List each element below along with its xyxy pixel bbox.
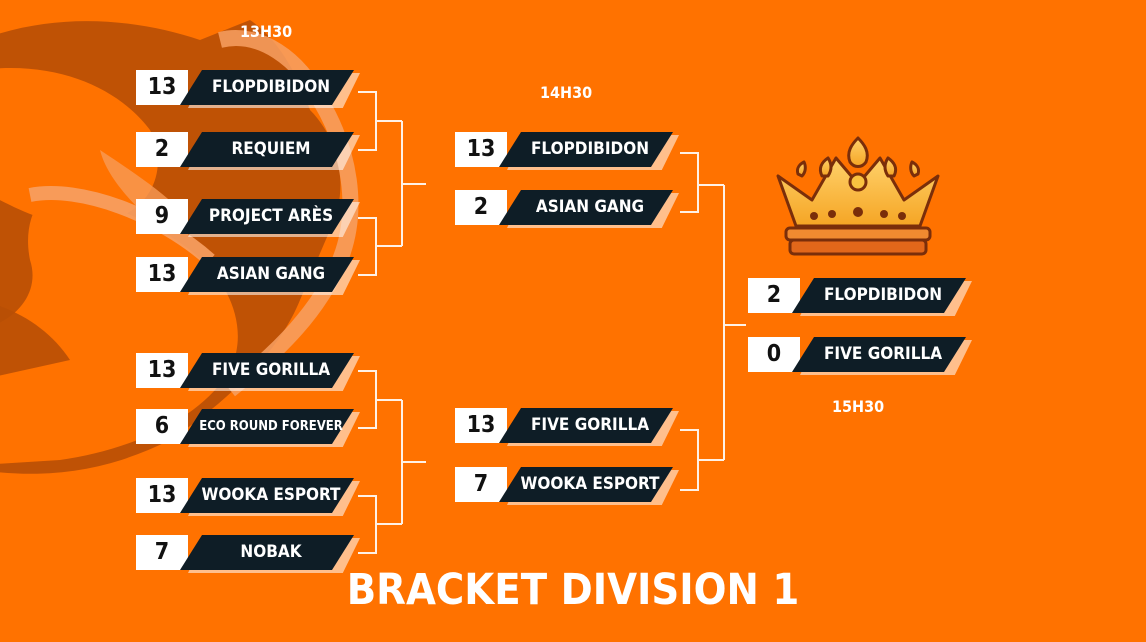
- team-name: WOOKA ESPORT: [520, 474, 660, 494]
- round1-slot-3: 9 PROJECT ARÈS: [136, 199, 362, 237]
- score-box: 0: [748, 337, 800, 372]
- semifinal-slot-3: 13 FIVE GORILLA: [455, 408, 681, 446]
- final-slot-2: 0 FIVE GORILLA: [748, 337, 974, 375]
- score-box: 6: [136, 409, 188, 444]
- score-box: 13: [136, 70, 188, 105]
- semifinal-slot-2: 2 ASIAN GANG: [455, 190, 681, 228]
- team-bar: [180, 132, 354, 167]
- team-name: REQUIEM: [231, 139, 311, 159]
- bracket-title: BRACKET DIVISION 1: [346, 565, 800, 615]
- team-bar: [180, 257, 354, 292]
- round1-slot-2: 2 REQUIEM: [136, 132, 362, 170]
- team-bar: [180, 409, 354, 444]
- score-box: 13: [455, 132, 507, 167]
- team-bar: [499, 190, 673, 225]
- final-time: 15H30: [832, 397, 885, 416]
- team-name: FIVE GORILLA: [211, 360, 331, 380]
- score-box: 13: [136, 353, 188, 388]
- team-name: ASIAN GANG: [216, 264, 326, 284]
- score-box: 2: [748, 278, 800, 313]
- team-name: ECO ROUND FOREVER: [199, 419, 343, 434]
- round1-time: 13H30: [240, 22, 293, 41]
- score-box: 2: [455, 190, 507, 225]
- team-bar: [499, 132, 673, 167]
- team-bar: [499, 408, 673, 443]
- team-name: NOBAK: [240, 542, 302, 562]
- round1-slot-7: 13 WOOKA ESPORT: [136, 478, 362, 516]
- team-name: PROJECT ARÈS: [208, 206, 334, 226]
- team-name: WOOKA ESPORT: [201, 485, 341, 505]
- team-bar: [180, 535, 354, 570]
- round1-slot-8: 7 NOBAK: [136, 535, 362, 573]
- round1-slot-4: 13 ASIAN GANG: [136, 257, 362, 295]
- score-box: 13: [136, 257, 188, 292]
- round1-slot-5: 13 FIVE GORILLA: [136, 353, 362, 391]
- team-bar: [792, 278, 966, 313]
- team-name: FLOPDIBIDON: [211, 77, 331, 97]
- final-slot-1: 2 FLOPDIBIDON: [748, 278, 974, 316]
- team-bar: [792, 337, 966, 372]
- semifinal-slot-1: 13 FLOPDIBIDON: [455, 132, 681, 170]
- round1-slot-1: 13 FLOPDIBIDON: [136, 70, 362, 108]
- score-box: 13: [136, 478, 188, 513]
- team-name: FIVE GORILLA: [823, 344, 943, 364]
- score-box: 9: [136, 199, 188, 234]
- score-box: 7: [455, 467, 507, 502]
- score-box: 13: [455, 408, 507, 443]
- score-box: 7: [136, 535, 188, 570]
- team-bar: [180, 70, 354, 105]
- crown-icon: [776, 136, 940, 256]
- team-name: FIVE GORILLA: [530, 415, 650, 435]
- semifinal-time: 14H30: [540, 83, 593, 102]
- team-name: FLOPDIBIDON: [530, 139, 650, 159]
- semifinal-slot-4: 7 WOOKA ESPORT: [455, 467, 681, 505]
- team-bar: [180, 478, 354, 513]
- team-name: ASIAN GANG: [535, 197, 645, 217]
- round1-slot-6: 6 ECO ROUND FOREVER: [136, 409, 362, 447]
- team-bar: [180, 199, 354, 234]
- team-bar: [499, 467, 673, 502]
- score-box: 2: [136, 132, 188, 167]
- team-name: FLOPDIBIDON: [823, 285, 943, 305]
- team-bar: [180, 353, 354, 388]
